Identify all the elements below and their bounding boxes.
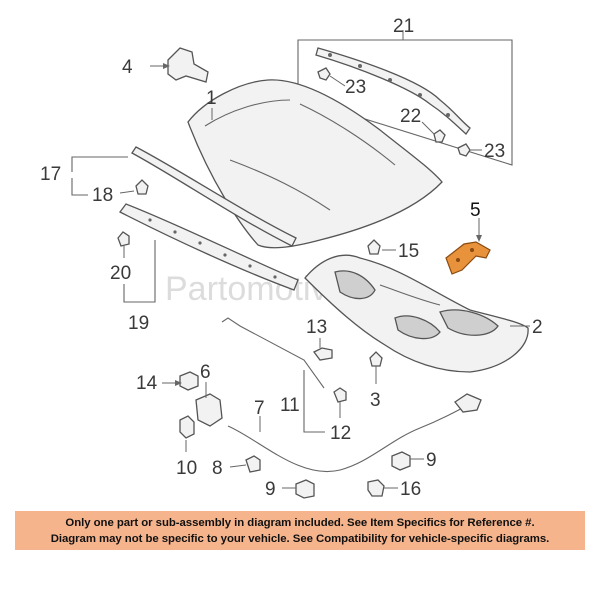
callout-2: 2 bbox=[532, 317, 543, 338]
seal-strip-part-19 bbox=[119, 203, 299, 291]
part-21-box bbox=[297, 39, 513, 166]
callout-12: 12 bbox=[330, 423, 351, 444]
hinge-part-4 bbox=[167, 47, 209, 83]
bracket-part-5 bbox=[445, 218, 491, 275]
clip-22 bbox=[433, 129, 446, 143]
callout-3: 3 bbox=[370, 390, 381, 411]
clip-13 bbox=[313, 347, 333, 361]
callout-21: 21 bbox=[393, 16, 414, 37]
callout-9-lower: 9 bbox=[265, 479, 276, 500]
clip-15 bbox=[367, 239, 381, 255]
callout-18: 18 bbox=[92, 185, 113, 206]
clip-23-left bbox=[317, 67, 331, 81]
clip-20 bbox=[117, 231, 130, 247]
callout-11: 11 bbox=[280, 395, 300, 416]
hood-panel bbox=[187, 79, 443, 249]
grommet-16 bbox=[367, 479, 385, 497]
release-cable-7 bbox=[227, 403, 471, 473]
clip-18 bbox=[135, 179, 149, 195]
callout-1: 1 bbox=[206, 88, 217, 109]
callout-10: 10 bbox=[176, 458, 197, 479]
weatherstrip-part bbox=[315, 47, 471, 135]
callout-15: 15 bbox=[398, 241, 419, 262]
notice-line-2: Diagram may not be specific to your vehi… bbox=[50, 532, 550, 545]
prop-rod-part-11 bbox=[221, 317, 325, 389]
callout-7: 7 bbox=[254, 398, 265, 419]
callout-23-top: 23 bbox=[345, 77, 366, 98]
part-21-group bbox=[297, 30, 513, 166]
callout-8: 8 bbox=[212, 458, 223, 479]
callout-16: 16 bbox=[400, 479, 421, 500]
bumper-14 bbox=[179, 371, 199, 391]
grommet-12 bbox=[333, 387, 347, 403]
clip-23-right bbox=[457, 143, 471, 157]
callout-14: 14 bbox=[136, 373, 158, 394]
callout-22: 22 bbox=[400, 106, 421, 127]
clip-9-upper bbox=[391, 451, 411, 471]
notice-line-1: Only one part or sub-assembly in diagram… bbox=[65, 516, 535, 529]
clip-8 bbox=[245, 455, 261, 473]
clip-9-lower bbox=[295, 479, 315, 499]
callout-13: 13 bbox=[306, 317, 327, 338]
release-handle bbox=[454, 393, 482, 413]
latch-6 bbox=[195, 393, 223, 427]
notice-banner: Only one part or sub-assembly in diagram… bbox=[15, 511, 585, 550]
callout-5: 5 bbox=[470, 200, 481, 221]
callout-23-right: 23 bbox=[484, 141, 505, 162]
lever-10 bbox=[179, 415, 195, 439]
callout-19: 19 bbox=[128, 313, 149, 334]
callout-9-upper: 9 bbox=[426, 450, 437, 471]
clip-3 bbox=[369, 351, 383, 367]
callout-4: 4 bbox=[122, 57, 133, 78]
callout-20: 20 bbox=[110, 263, 131, 284]
callout-6: 6 bbox=[200, 362, 211, 383]
seal-strip-part-17 bbox=[131, 146, 297, 247]
callout-17: 17 bbox=[40, 164, 61, 185]
